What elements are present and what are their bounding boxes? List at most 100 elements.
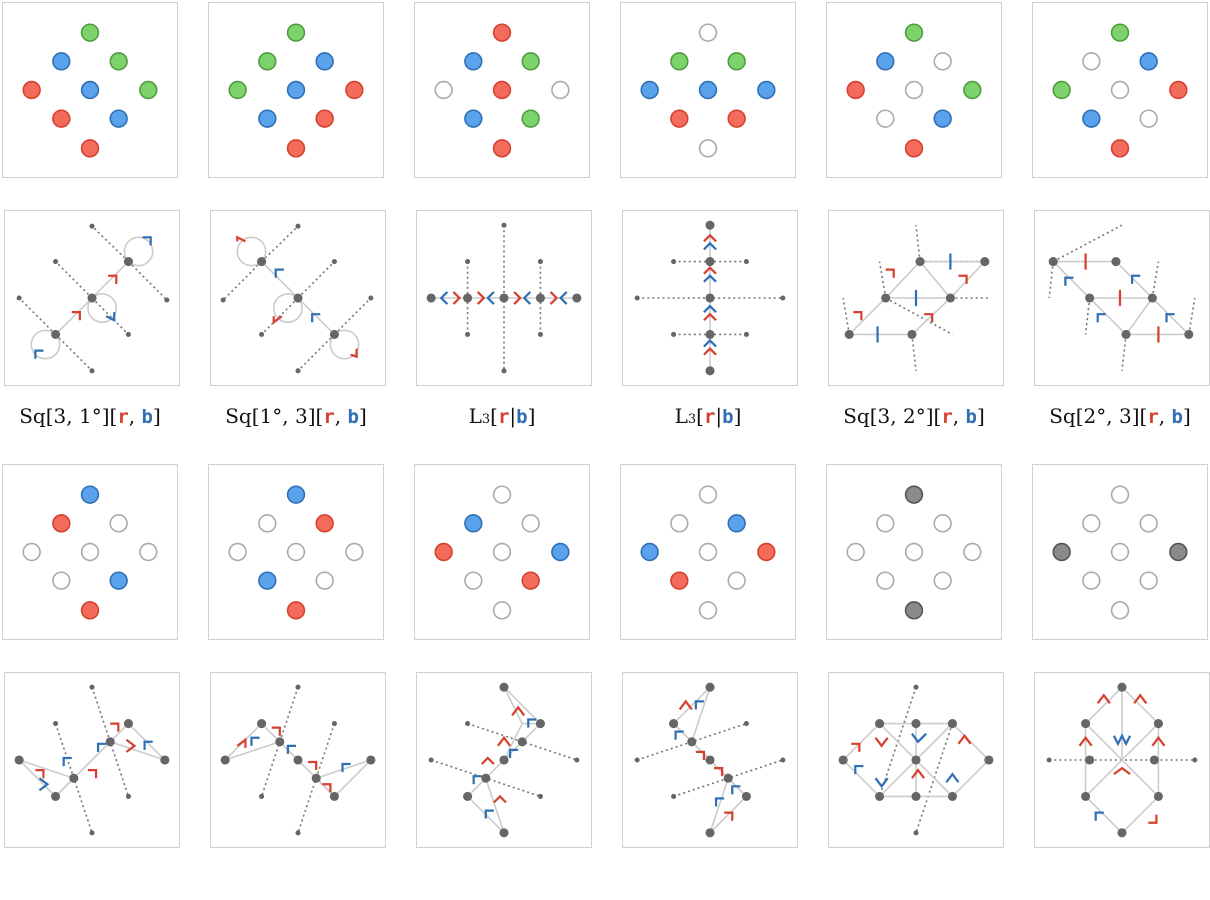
- lattice-site: [80, 485, 100, 504]
- lattice-9: [434, 485, 570, 620]
- lattice-site: [904, 542, 924, 562]
- lattice-panel-9: [414, 464, 590, 640]
- lattice-site: [521, 109, 540, 128]
- graph-9: [428, 682, 580, 838]
- panel-label-5: Sq[3, 2°][r, b]: [843, 404, 985, 428]
- lattice-site: [521, 52, 540, 71]
- lattice-site: [727, 514, 746, 533]
- lattice-12: [1052, 485, 1188, 620]
- graph-8: [220, 684, 376, 836]
- lattice-site: [1082, 52, 1101, 71]
- lattice-site: [109, 52, 128, 71]
- lattice-site: [228, 80, 247, 100]
- lattice-site: [52, 109, 71, 128]
- lattice-site: [698, 80, 718, 100]
- lattice-site: [1110, 601, 1130, 620]
- lattice-site: [464, 109, 483, 128]
- lattice-site: [698, 23, 718, 42]
- graph-panel-2: [210, 210, 386, 386]
- graph-3: [426, 222, 582, 374]
- graph-panel-5: [828, 210, 1004, 386]
- lattice-site: [933, 52, 952, 71]
- graph-1: [16, 223, 170, 374]
- lattice-site: [1169, 80, 1188, 100]
- lattice-site: [434, 80, 453, 100]
- lattice-site: [698, 542, 718, 562]
- graph-7: [14, 684, 170, 836]
- lattice-site: [228, 542, 247, 562]
- lattice-panel-8: [208, 464, 384, 640]
- lattice-site: [727, 52, 746, 71]
- lattice-site: [52, 514, 71, 533]
- graph-panel-6: [1034, 210, 1210, 386]
- lattice-site: [933, 109, 952, 128]
- lattice-site: [1139, 514, 1158, 533]
- lattice-site: [315, 571, 334, 590]
- lattice-site: [876, 514, 895, 533]
- graph-4: [634, 220, 786, 376]
- lattice-10: [640, 485, 776, 620]
- lattice-site: [22, 542, 41, 562]
- lattice-site: [1082, 514, 1101, 533]
- lattice-site: [492, 542, 512, 562]
- lattice-site: [963, 542, 982, 562]
- lattice-site: [492, 139, 512, 158]
- lattice-4: [640, 23, 776, 158]
- lattice-site: [1169, 542, 1188, 562]
- lattice-site: [492, 23, 512, 42]
- lattice-site: [286, 542, 306, 562]
- lattice-site: [286, 23, 306, 42]
- lattice-site: [464, 52, 483, 71]
- lattice-site: [670, 52, 689, 71]
- panel-label-2: Sq[1°, 3][r, b]: [225, 404, 367, 428]
- lattice-site: [1052, 542, 1071, 562]
- lattice-site: [521, 514, 540, 533]
- lattice-site: [904, 80, 924, 100]
- graph-5: [842, 225, 990, 371]
- lattice-site: [698, 601, 718, 620]
- lattice-panel-1: [2, 2, 178, 178]
- lattice-site: [1110, 542, 1130, 562]
- lattice-site: [286, 139, 306, 158]
- lattice-site: [109, 571, 128, 590]
- lattice-site: [904, 485, 924, 504]
- lattice-7: [22, 485, 158, 620]
- panel-label-4: L3[r|b]: [674, 404, 742, 428]
- lattice-site: [315, 109, 334, 128]
- lattice-site: [109, 514, 128, 533]
- lattice-site: [492, 80, 512, 100]
- graph-11: [838, 684, 994, 836]
- lattice-site: [670, 109, 689, 128]
- lattice-site: [933, 514, 952, 533]
- lattice-site: [345, 542, 364, 562]
- lattice-site: [139, 80, 158, 100]
- lattice-site: [315, 514, 334, 533]
- lattice-site: [1139, 571, 1158, 590]
- lattice-site: [258, 109, 277, 128]
- lattice-site: [464, 514, 483, 533]
- lattice-site: [464, 571, 483, 590]
- lattice-site: [727, 571, 746, 590]
- graph-6: [1048, 224, 1196, 371]
- graph-panel-8: [210, 672, 386, 848]
- lattice-site: [139, 542, 158, 562]
- lattice-3: [434, 23, 570, 158]
- lattice-site: [286, 80, 306, 100]
- lattice-site: [80, 139, 100, 158]
- lattice-site: [904, 23, 924, 42]
- lattice-site: [698, 139, 718, 158]
- graph-panel-10: [622, 672, 798, 848]
- lattice-site: [933, 571, 952, 590]
- lattice-11: [846, 485, 982, 620]
- lattice-site: [904, 139, 924, 158]
- lattice-site: [727, 109, 746, 128]
- lattice-2: [228, 23, 364, 158]
- graph-panel-1: [4, 210, 180, 386]
- lattice-site: [640, 542, 659, 562]
- panel-label-3: L3[r|b]: [468, 404, 536, 428]
- lattice-site: [1082, 571, 1101, 590]
- graph-panel-3: [416, 210, 592, 386]
- lattice-site: [698, 485, 718, 504]
- lattice-site: [1082, 109, 1101, 128]
- lattice-site: [757, 80, 776, 100]
